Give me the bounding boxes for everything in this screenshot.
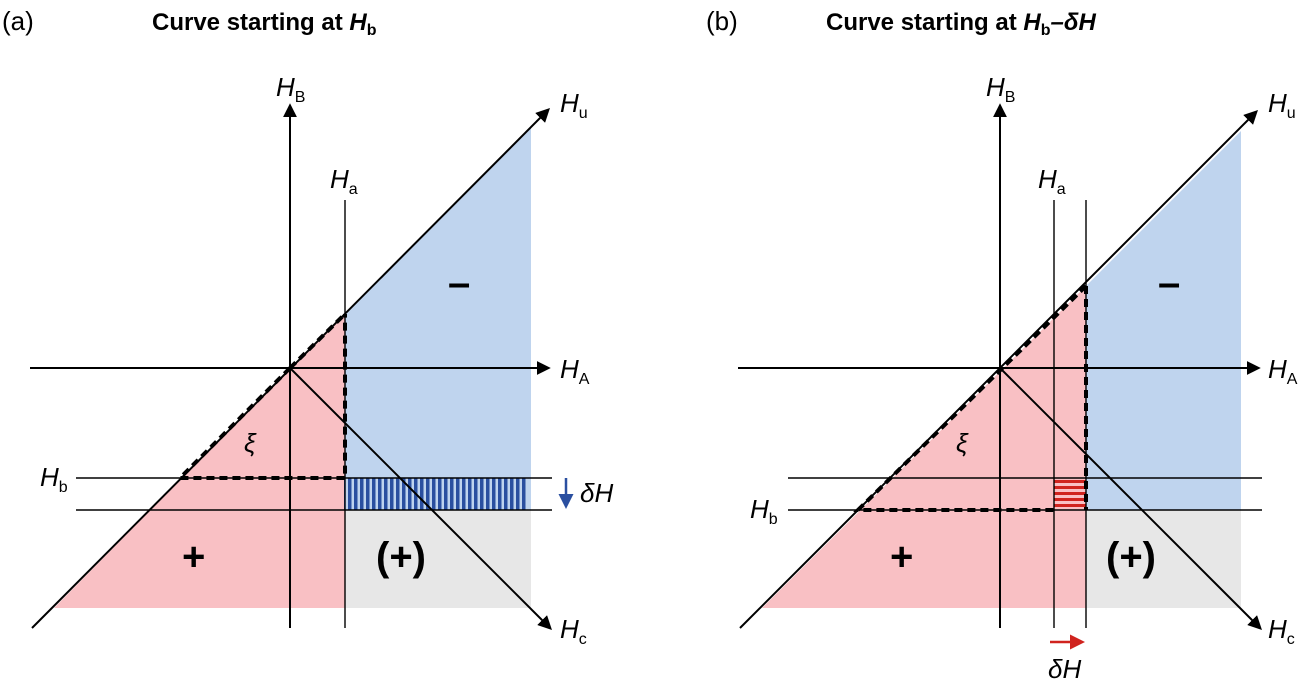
- label-Ha: Ha: [1038, 164, 1066, 198]
- label-Hb: Hb: [40, 462, 68, 496]
- blue-minus-region: [345, 128, 531, 510]
- blue-minus-region: [1086, 131, 1241, 510]
- label-Hu: Hu: [560, 88, 588, 122]
- label-Hc: Hc: [560, 614, 587, 648]
- label-HA: HA: [1268, 354, 1298, 388]
- panel-title: Curve starting at Hb–δH: [826, 9, 1097, 39]
- delta-H-label: δH: [1048, 654, 1081, 684]
- label-Ha: Ha: [330, 164, 358, 198]
- panel-tag: (b): [706, 6, 738, 36]
- label-HB: HB: [986, 72, 1015, 106]
- label-Hb: Hb: [750, 494, 778, 528]
- panel-b: (b) Curve starting at Hb–δH HB Hu HA Hc …: [706, 6, 1298, 684]
- panel-tag: (a): [2, 6, 34, 36]
- label-HB: HB: [276, 72, 305, 106]
- red-striped-strip: [1054, 478, 1086, 510]
- minus-sign: –: [1158, 261, 1180, 305]
- xi-label: ξ: [956, 428, 969, 458]
- plus-sign: +: [182, 535, 205, 579]
- label-Hc: Hc: [1268, 614, 1295, 648]
- dashed-boundary: [175, 314, 347, 480]
- label-Hu: Hu: [1268, 88, 1296, 122]
- label-HA: HA: [560, 354, 590, 388]
- xi-label: ξ: [244, 428, 257, 458]
- panel-title: Curve starting at Hb: [152, 9, 377, 39]
- gray-region: [345, 510, 531, 608]
- delta-H-label: δH: [580, 478, 613, 508]
- axis-Hc: [289, 367, 552, 630]
- gray-region: [1086, 510, 1241, 608]
- paren-plus-sign: (+): [376, 535, 426, 579]
- blue-striped-strip: [344, 478, 528, 510]
- paren-plus-sign: (+): [1106, 535, 1156, 579]
- minus-sign: –: [448, 261, 470, 305]
- dashed-boundary: [853, 284, 1088, 512]
- plus-sign: +: [890, 535, 913, 579]
- panel-a: (a) Curve starting at Hb HB Hu HA Hc Ha …: [2, 6, 613, 648]
- axis-Hc: [999, 367, 1262, 630]
